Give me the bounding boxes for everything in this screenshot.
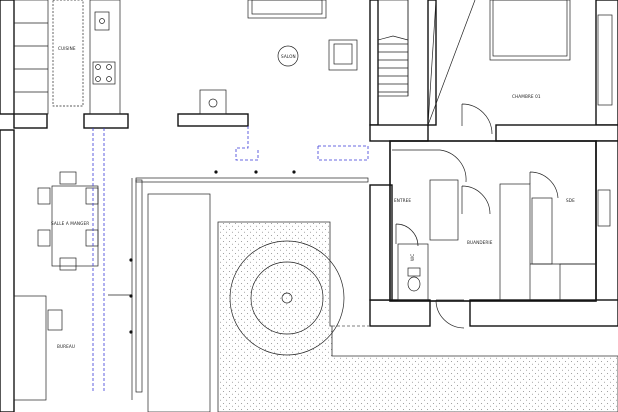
- service-block: ENTREE BUANDERIE SDE WC: [389, 140, 611, 329]
- office-label: BUREAU: [57, 344, 75, 349]
- dashed-lines: [92, 126, 369, 392]
- staircase: [377, 0, 409, 97]
- kitchen-label: CUISINE: [58, 46, 76, 51]
- shower-room-label: SDE: [566, 198, 575, 203]
- kitchen: CUISINE: [13, 0, 121, 115]
- bedroom-label: CHAMBRE 01: [512, 94, 541, 99]
- entrance-label: ENTREE: [394, 198, 411, 203]
- dining-room: SALLE A MANGER: [37, 171, 99, 271]
- office: BUREAU: [13, 295, 75, 401]
- dining-room-label: SALLE A MANGER: [51, 221, 89, 226]
- living-room: SALON: [199, 0, 358, 115]
- wc-label: WC: [410, 254, 415, 261]
- bedroom: CHAMBRE 01: [427, 0, 613, 135]
- living-room-label: SALON: [281, 54, 296, 59]
- laundry-label: BUANDERIE: [467, 240, 493, 245]
- central-area: [108, 170, 618, 412]
